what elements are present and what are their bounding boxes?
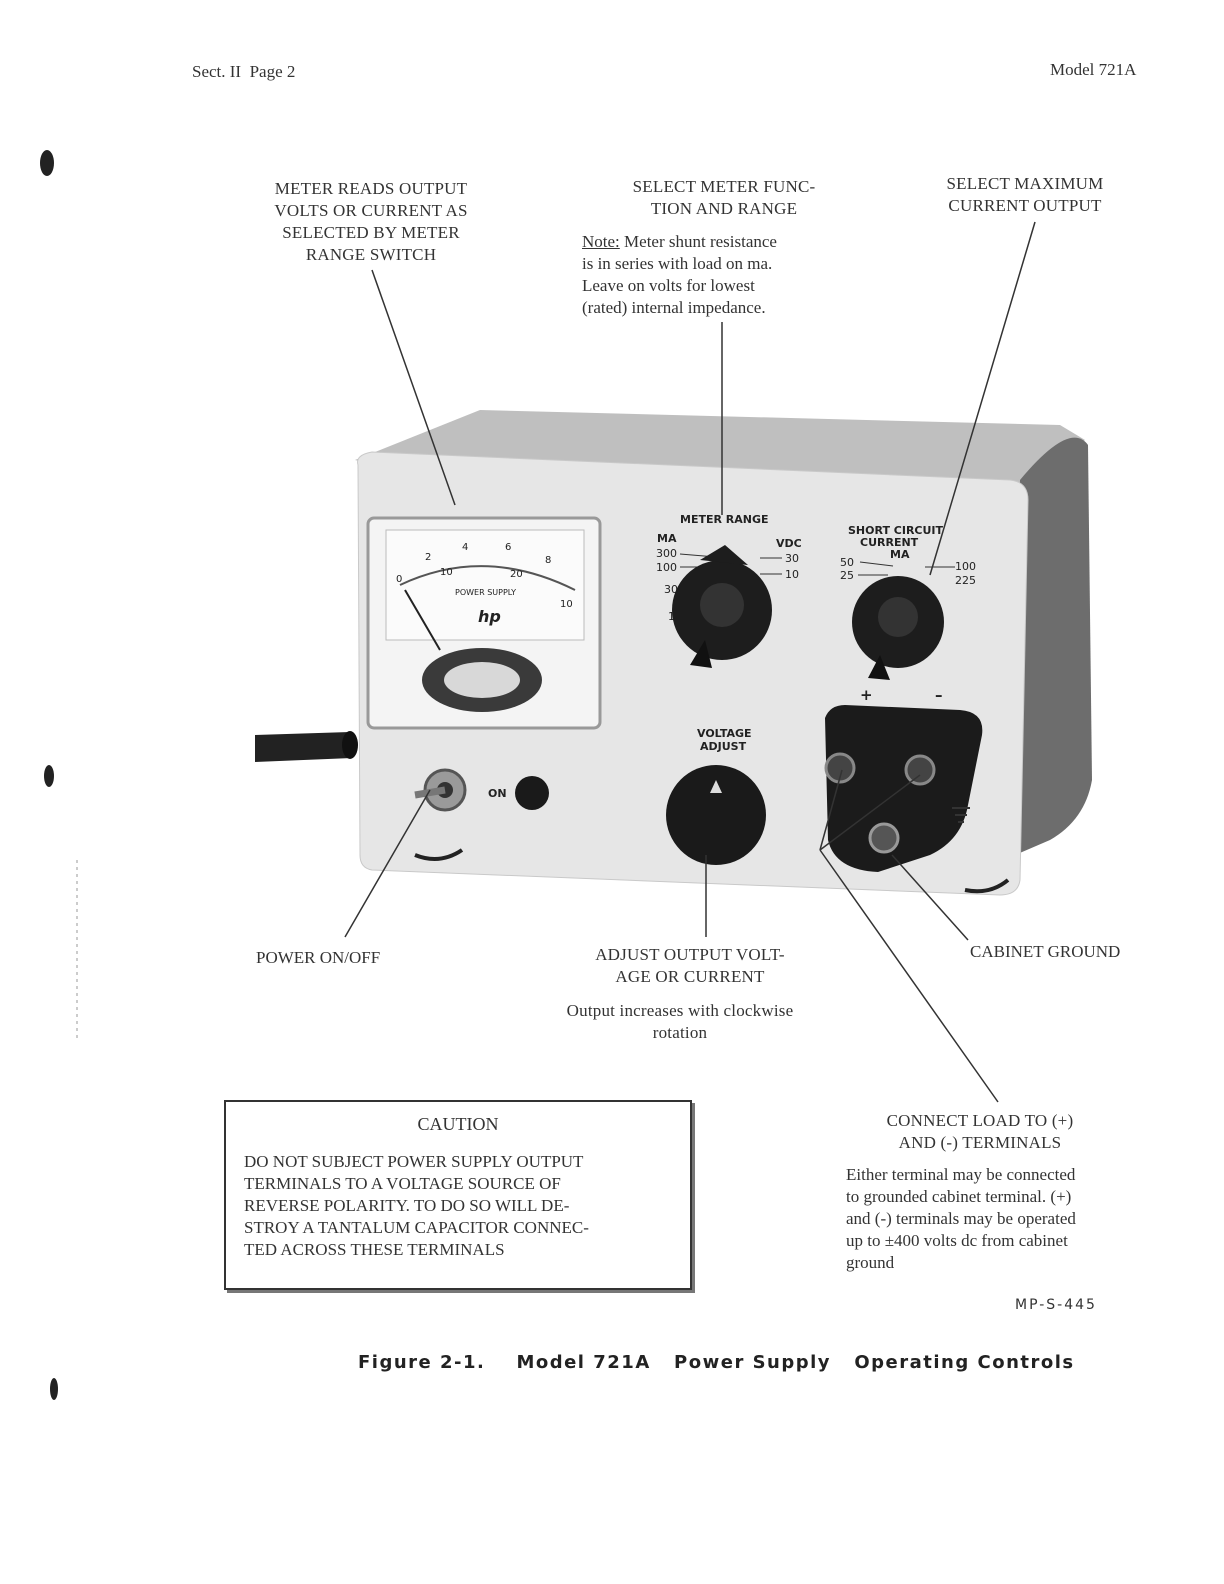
terminal-minus-label: –: [935, 686, 943, 704]
sc-50: 50: [840, 556, 854, 569]
terminal-plus-label: +: [860, 686, 873, 704]
meter-scale-arc: [399, 565, 576, 591]
punch-hole-mark: [44, 765, 54, 787]
meter-needle: [404, 589, 441, 651]
caution-title: CAUTION: [417, 1114, 499, 1134]
caution-box: CAUTION DO NOT SUBJECT POWER SUPPLY OUTP…: [224, 1100, 692, 1290]
section-page-header: Sect. II Page 2: [192, 62, 296, 81]
power-cord: [255, 732, 352, 762]
model-header: Model 721A: [1050, 60, 1137, 79]
sc-25: 25: [840, 569, 854, 582]
callout-adjust-note: Output increases with clockwise rotation: [566, 1001, 794, 1042]
ma-label: MA: [657, 532, 677, 545]
meter-scale-10: 10: [440, 567, 453, 578]
callout-cabinet-ground: CABINET GROUND: [970, 942, 1121, 961]
voltage-label-line2: ADJUST: [700, 740, 747, 753]
callout-select-maximum: SELECT MAXIMUM CURRENT OUTPUT: [946, 174, 1104, 215]
vdc-label: VDC: [776, 537, 802, 550]
callout-select-function-note: Note: Meter shunt resistance is in serie…: [582, 232, 777, 317]
meter-scale-8: 8: [545, 555, 551, 566]
meter-scale-6: 6: [505, 542, 511, 553]
caution-body: DO NOT SUBJECT POWER SUPPLY OUTPUT TERMI…: [244, 1152, 589, 1259]
meter-scale-0: 0: [396, 574, 402, 585]
leader-lines: [344, 221, 1036, 1103]
margin-dots: [76, 860, 78, 1040]
punch-hole-mark: [40, 150, 54, 176]
sc-100: 100: [955, 560, 976, 573]
vdc-30: 30: [785, 552, 799, 565]
pilot-lamp: [515, 776, 549, 810]
voltage-label-line1: VOLTAGE: [697, 727, 752, 740]
punch-hole-mark: [50, 1378, 58, 1400]
callout-connect-load: CONNECT LOAD TO (+) AND (-) TERMINALS: [886, 1111, 1074, 1152]
terminal-minus: [904, 754, 936, 786]
ma-100: 100: [656, 561, 677, 574]
meter-scale-4: 4: [462, 542, 468, 553]
callout-connect-note: Either terminal may be connected to grou…: [846, 1165, 1076, 1272]
sc-ma-label: MA: [890, 548, 910, 561]
terminal-block: [825, 705, 983, 872]
meter-scale-2: 2: [425, 552, 431, 563]
callout-select-function: SELECT METER FUNC- TION AND RANGE: [632, 177, 816, 218]
ma-300: 300: [656, 547, 677, 560]
meter-scale-end: 10: [560, 599, 573, 610]
on-label: ON: [488, 787, 507, 800]
meter-scale-20: 20: [510, 569, 523, 580]
meter-range-label: METER RANGE: [680, 513, 769, 526]
cabinet-side: [1015, 437, 1092, 855]
ma-30: 30: [664, 583, 678, 596]
meter-face: [385, 529, 585, 641]
figure-caption: Figure 2-1. Model 721A Power Supply Oper…: [358, 1352, 1075, 1373]
drawing-code: MP-S-445: [1015, 1297, 1097, 1313]
terminal-plus: [824, 752, 856, 784]
meter-logo: hp: [478, 607, 501, 626]
sc-label-line1: SHORT CIRCUIT: [848, 524, 944, 537]
voltage-adjust-knob: [666, 765, 766, 865]
vdc-10: 10: [785, 568, 799, 581]
terminal-ground: [868, 822, 900, 854]
callout-adjust: ADJUST OUTPUT VOLT- AGE OR CURRENT: [595, 945, 785, 986]
callout-meter-reads: METER READS OUTPUT VOLTS OR CURRENT AS S…: [274, 179, 468, 264]
callout-power: POWER ON/OFF: [256, 948, 381, 967]
sc-label-line2: CURRENT: [860, 536, 919, 549]
sc-225: 225: [955, 574, 976, 587]
meter-name: POWER SUPPLY: [455, 588, 516, 597]
